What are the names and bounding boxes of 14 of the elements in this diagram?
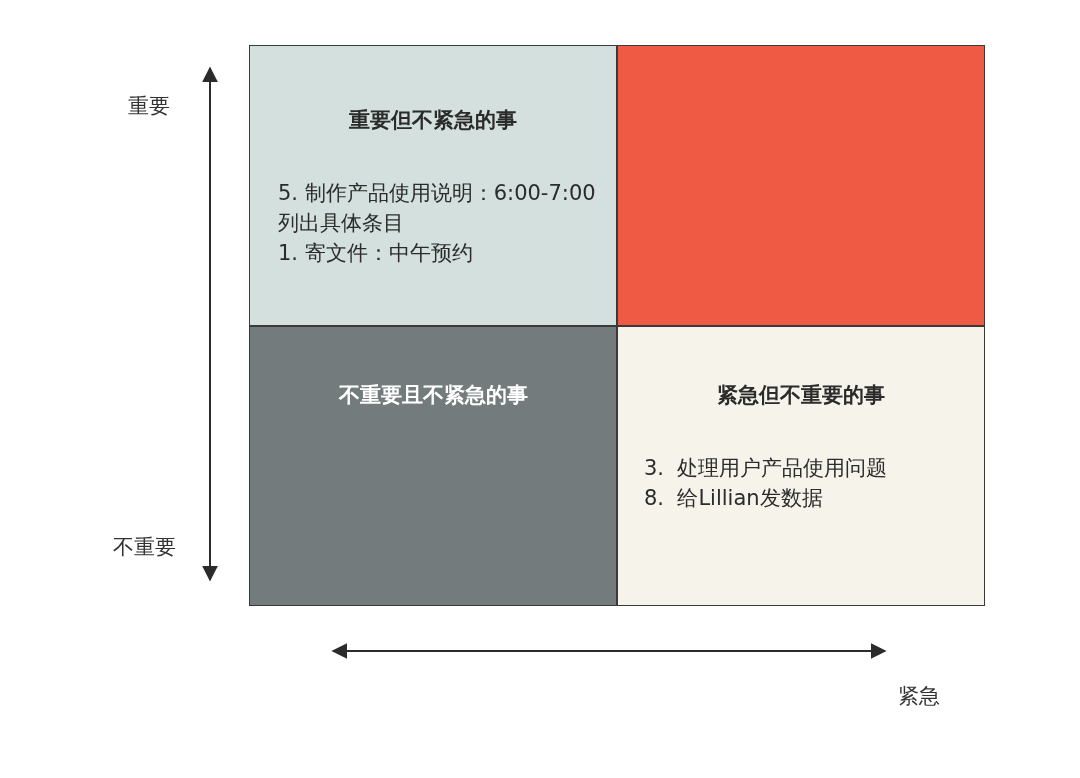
quadrant-box bbox=[249, 45, 617, 326]
quadrant-heading: 不重要且不紧急的事 bbox=[337, 382, 529, 409]
quadrant-box bbox=[617, 326, 985, 606]
quadrant-heading: 紧急但不重要的事 bbox=[716, 382, 886, 409]
task-item: 8. 给Lillian发数据 bbox=[644, 485, 824, 512]
axis-label: 紧急 bbox=[898, 683, 940, 710]
task-item: 1. 寄文件：中午预约 bbox=[278, 240, 474, 267]
task-item: 5. 制作产品使用说明：6:00-7:00列出具体条目 bbox=[278, 180, 597, 237]
quadrant-box bbox=[249, 326, 617, 606]
quadrant-box bbox=[617, 45, 985, 326]
quadrant-heading: 重要但不紧急的事 bbox=[348, 107, 518, 134]
axis-label: 重要 bbox=[128, 93, 170, 120]
task-item: 3. 处理用户产品使用问题 bbox=[644, 455, 889, 482]
axis-label: 不重要 bbox=[113, 534, 176, 561]
